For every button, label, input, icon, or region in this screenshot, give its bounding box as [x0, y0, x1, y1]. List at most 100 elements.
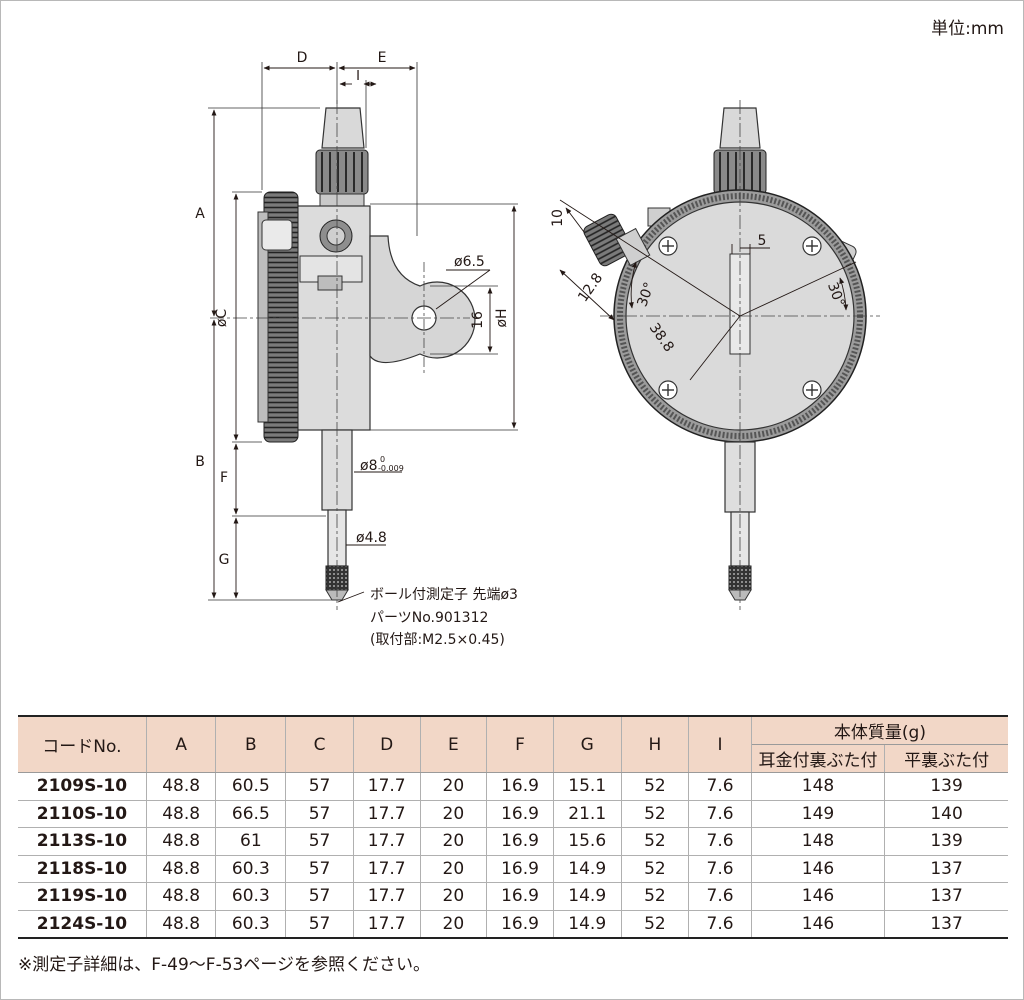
cell: 60.3	[215, 855, 287, 883]
cell: 7.6	[688, 910, 752, 939]
cell: 146	[751, 882, 886, 911]
cell: 16.9	[486, 855, 554, 883]
dim-I: I	[356, 69, 360, 84]
cell: 52	[621, 910, 690, 939]
dim-stem-tol-lower: -0.009	[378, 464, 404, 473]
cell: 14.9	[553, 882, 622, 911]
table-row: 2110S-10 48.8 66.5 57 17.7 20 16.9 21.1 …	[18, 800, 1008, 828]
cell: 137	[884, 855, 1008, 883]
cell: 15.1	[553, 772, 622, 801]
cell: 61	[215, 827, 287, 856]
table-header-row: コードNo. A B C D E F G H I 本体質量(g)	[18, 715, 1008, 773]
table-row: 2118S-10 48.8 60.3 57 17.7 20 16.9 14.9 …	[18, 855, 1008, 883]
cell: 48.8	[146, 882, 217, 911]
dim-E: E	[378, 50, 387, 66]
header-B: B	[215, 715, 287, 773]
cell: 16.9	[486, 910, 554, 939]
cell: 7.6	[688, 772, 752, 801]
cell: 52	[621, 855, 690, 883]
cell: 16.9	[486, 827, 554, 856]
cell: 52	[621, 800, 690, 828]
mounting-lug	[369, 235, 476, 364]
cell: 48.8	[146, 855, 217, 883]
header-mass: 本体質量(g)	[751, 715, 1008, 745]
cell: 52	[621, 827, 690, 856]
cell: 20	[420, 910, 488, 939]
dim-D: D	[297, 50, 308, 66]
dim-spindle: ø4.8	[356, 530, 387, 546]
cell: 17.7	[353, 772, 421, 801]
unit-label: 単位:mm	[931, 19, 1004, 39]
header-code: コードNo.	[18, 715, 147, 773]
dim-10: 10	[550, 209, 566, 227]
front-view: 10 12.8 38.8 5 30° 30°	[550, 100, 880, 610]
dim-G: G	[219, 552, 230, 568]
cell: 48.8	[146, 800, 217, 828]
header-C: C	[285, 715, 354, 773]
cell: 16.9	[486, 882, 554, 911]
header-I: I	[688, 715, 752, 773]
dim-H: øH	[494, 308, 510, 327]
cell: 14.9	[553, 855, 622, 883]
cell: 16.9	[486, 800, 554, 828]
cell: 148	[751, 772, 886, 801]
cell: 137	[884, 910, 1008, 939]
table-row: 2113S-10 48.8 61 57 17.7 20 16.9 15.6 52…	[18, 827, 1008, 856]
callout-line-2: パーツNo.901312	[370, 610, 488, 626]
cell-code: 2113S-10	[18, 827, 147, 856]
header-H: H	[621, 715, 690, 773]
header-D: D	[353, 715, 421, 773]
table-row: 2124S-10 48.8 60.3 57 17.7 20 16.9 14.9 …	[18, 910, 1008, 939]
cell: 139	[884, 772, 1008, 801]
dim-C: øC	[214, 309, 230, 328]
cell-code: 2124S-10	[18, 910, 147, 939]
cell: 66.5	[215, 800, 287, 828]
cell: 20	[420, 827, 488, 856]
cell: 7.6	[688, 882, 752, 911]
dim-F: F	[220, 470, 228, 486]
cell: 7.6	[688, 827, 752, 856]
cell: 16.9	[486, 772, 554, 801]
cell: 148	[751, 827, 886, 856]
dim-B: B	[195, 454, 205, 470]
cell: 20	[420, 882, 488, 911]
footnote: ※測定子詳細は、F-49〜F-53ページを参照ください。	[18, 955, 430, 975]
cell: 60.3	[215, 910, 287, 939]
dim-hole: ø6.5	[454, 254, 485, 270]
table-row: 2119S-10 48.8 60.3 57 17.7 20 16.9 14.9 …	[18, 882, 1008, 911]
table-row: 2109S-10 48.8 60.5 57 17.7 20 16.9 15.1 …	[18, 772, 1008, 801]
cell: 17.7	[353, 855, 421, 883]
dim-5: 5	[758, 233, 767, 249]
cell-code: 2109S-10	[18, 772, 147, 801]
cap-knurl	[315, 149, 369, 195]
callout-line-3: (取付部:M2.5×0.45)	[370, 632, 505, 648]
cell-code: 2118S-10	[18, 855, 147, 883]
cell-code: 2110S-10	[18, 800, 147, 828]
cell: 57	[285, 910, 354, 939]
cap-shape	[321, 107, 365, 149]
cell: 17.7	[353, 800, 421, 828]
cell: 57	[285, 800, 354, 828]
cell: 60.5	[215, 772, 287, 801]
cell: 17.7	[353, 910, 421, 939]
cell: 60.3	[215, 882, 287, 911]
dim-A: A	[195, 206, 205, 222]
header-F: F	[486, 715, 554, 773]
callout-line-1: ボール付測定子 先端ø3	[370, 587, 518, 603]
technical-drawing: D E I A B øC F G øH ø6.5 16 ø8 0 -0.009 …	[195, 50, 880, 648]
cell: 7.6	[688, 800, 752, 828]
header-mass-lug-back: 耳金付裏ぶた付	[751, 744, 886, 773]
cell: 139	[884, 827, 1008, 856]
cell: 20	[420, 855, 488, 883]
cell: 149	[751, 800, 886, 828]
dim-12-8: 12.8	[575, 270, 606, 305]
cell: 57	[285, 855, 354, 883]
cell-code: 2119S-10	[18, 882, 147, 911]
side-view: D E I A B øC F G øH ø6.5 16 ø8 0 -0.009 …	[195, 50, 518, 648]
cell: 146	[751, 855, 886, 883]
cell: 140	[884, 800, 1008, 828]
dim-stem: ø8	[360, 458, 377, 474]
cell: 52	[621, 882, 690, 911]
header-E: E	[420, 715, 488, 773]
header-G: G	[553, 715, 622, 773]
